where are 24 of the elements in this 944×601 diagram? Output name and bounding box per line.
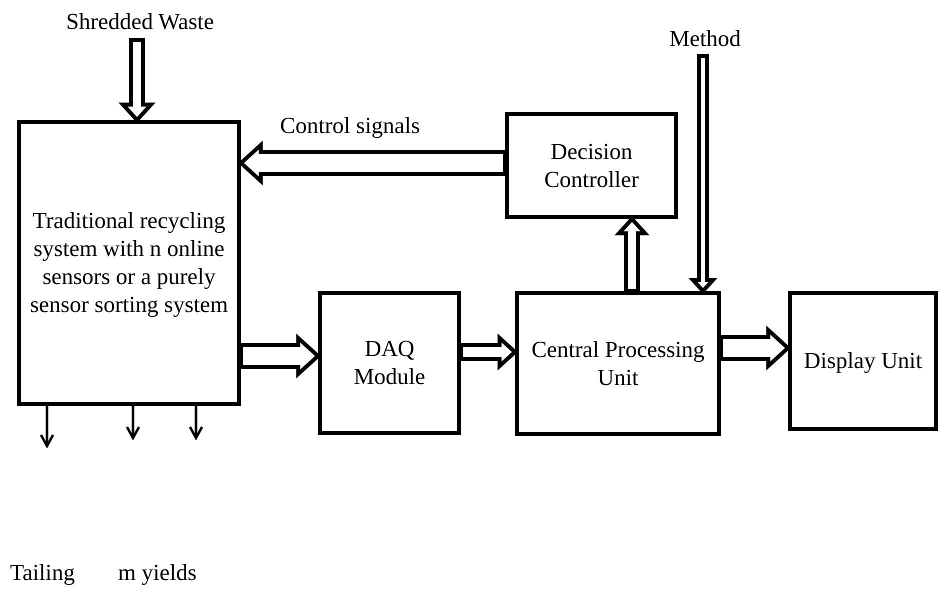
box-text: DAQ Module	[352, 335, 426, 391]
box-text: Decision Controller	[543, 138, 640, 194]
process-box	[788, 291, 938, 431]
box-text: Display Unit	[804, 347, 922, 375]
process-box	[17, 120, 241, 406]
input-label: Shredded Waste	[20, 4, 260, 40]
process-box	[505, 112, 678, 219]
output-label: Tailing	[10, 560, 75, 586]
block-arrow	[239, 333, 321, 379]
block-arrow	[459, 333, 518, 371]
input-label: Method	[650, 22, 760, 56]
output-label: m yields	[118, 560, 197, 586]
process-box	[318, 291, 461, 435]
block-arrow	[118, 38, 156, 123]
box-text: Central Processing Unit	[530, 336, 706, 392]
block-arrow	[688, 54, 718, 294]
arrow	[188, 406, 204, 440]
process-box	[515, 291, 721, 436]
box-text: Traditional recycling system with n online sensors or a purely sensor sorting system	[28, 207, 230, 319]
arrow	[126, 406, 140, 440]
arrow	[40, 406, 54, 448]
block-arrow	[238, 140, 507, 186]
block-arrow	[614, 216, 650, 293]
block-arrow	[719, 325, 791, 371]
